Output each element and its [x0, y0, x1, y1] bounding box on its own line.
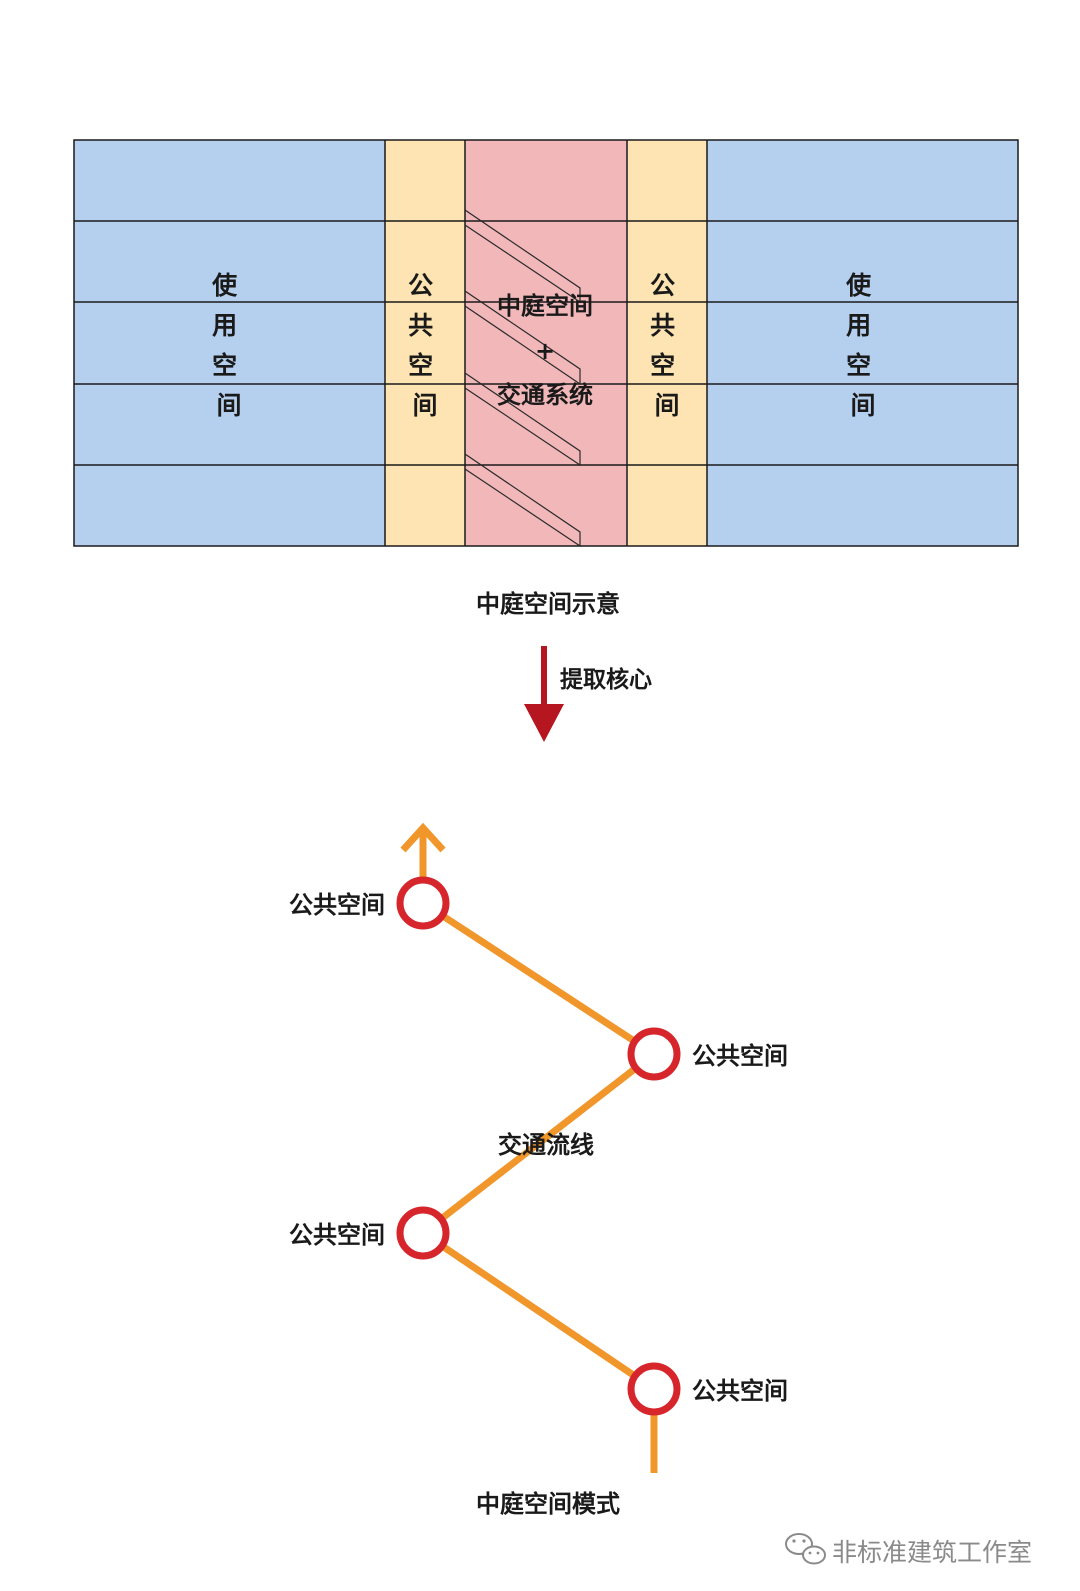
- core-label-plus: +: [535, 337, 555, 365]
- section-diagram: 使 用 空 间 公 共 空 间 中庭空间 + 交通系统 公 共 空 间 使 用 …: [73, 139, 1019, 618]
- left-usable-space-label: 使 用 空 间: [211, 271, 246, 420]
- public-space-node: 公共空间: [289, 1206, 450, 1260]
- node-label: 公共空间: [692, 1042, 788, 1070]
- stair-lines: [464, 209, 581, 548]
- flow-diagram-caption: 中庭空间模式: [476, 1490, 620, 1518]
- left-public-space-label: 公 共 空 间: [408, 271, 442, 420]
- transition: 提取核心: [524, 646, 652, 742]
- watermark: 非标准建筑工作室: [785, 1533, 1032, 1567]
- flow-diagram: 公共空间 公共空间 公共空间 公共空间 交通流线 中庭空间模式: [289, 822, 788, 1518]
- node-label: 公共空间: [289, 1221, 385, 1249]
- public-space-node: 公共空间: [627, 1362, 788, 1416]
- wechat-icon: [785, 1533, 826, 1565]
- public-space-node: 公共空间: [289, 876, 450, 930]
- node-label: 公共空间: [289, 891, 385, 919]
- right-usable-space-zone: [707, 140, 1018, 546]
- watermark-text: 非标准建筑工作室: [832, 1538, 1032, 1567]
- left-public-space-zone: [385, 140, 465, 546]
- right-usable-space-label: 使 用 空 间: [845, 271, 880, 420]
- floor-grid-lines: [73, 139, 1019, 547]
- core-label-atrium: 中庭空间: [497, 292, 593, 320]
- atrium-core-zone: [465, 140, 627, 546]
- node-label: 公共空间: [692, 1377, 788, 1405]
- atrium-core-label: 中庭空间 + 交通系统: [497, 292, 593, 409]
- left-usable-space-zone: [74, 140, 385, 546]
- right-public-space-label: 公 共 空 间: [650, 271, 684, 420]
- core-label-circulation: 交通系统: [497, 381, 593, 409]
- extract-core-label: 提取核心: [560, 666, 652, 693]
- public-space-node: 公共空间: [627, 1027, 788, 1081]
- right-public-space-zone: [627, 140, 707, 546]
- circulation-flow-label: 交通流线: [498, 1131, 594, 1159]
- section-diagram-caption: 中庭空间示意: [476, 590, 620, 618]
- down-arrow-icon: [524, 646, 564, 742]
- circulation-flow-line: [419, 900, 658, 1392]
